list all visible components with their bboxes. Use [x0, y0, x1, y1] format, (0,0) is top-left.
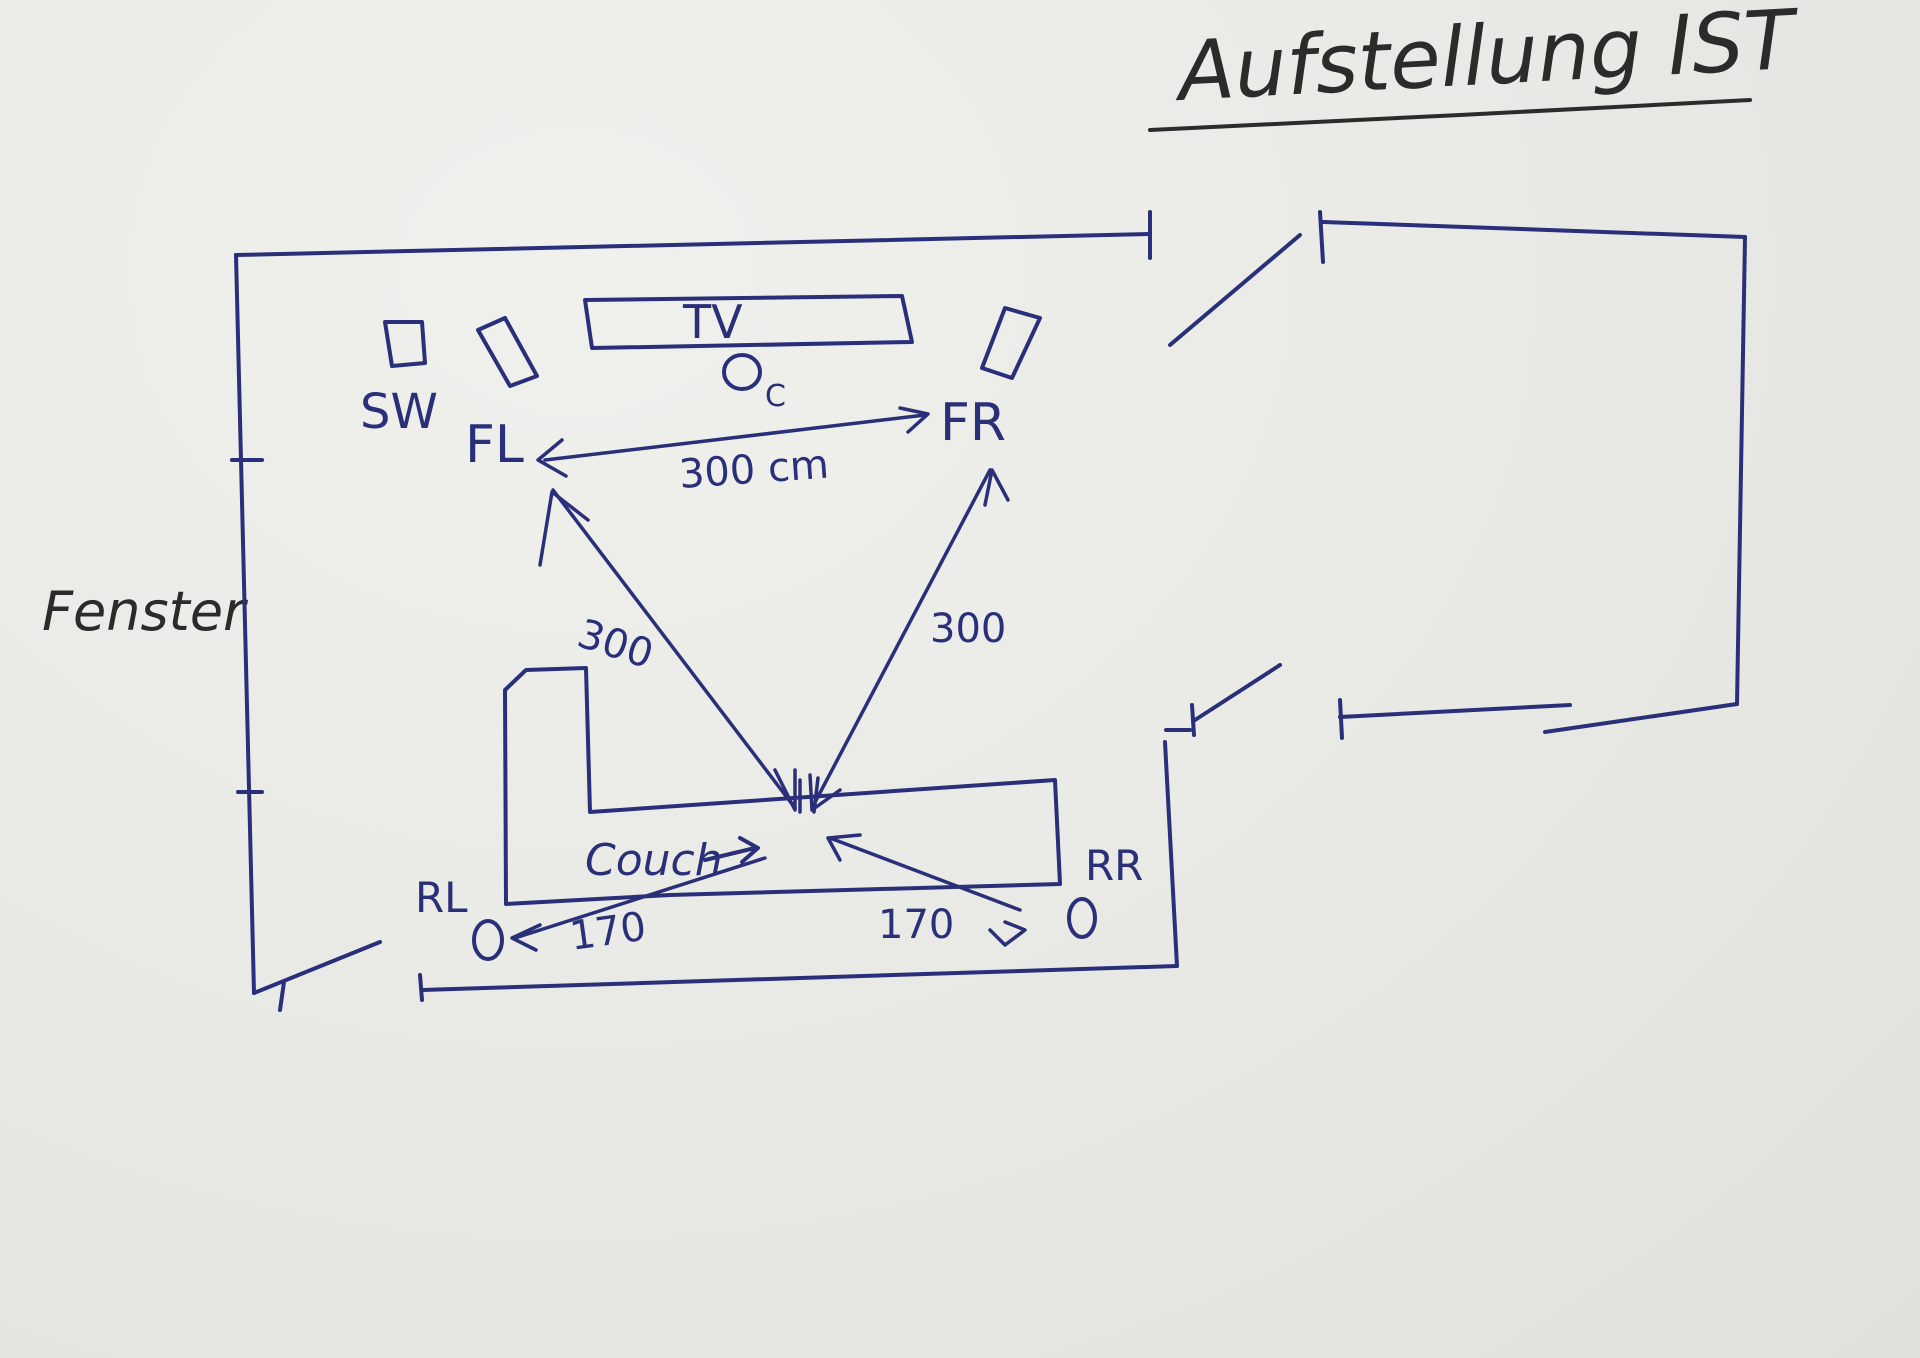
- rear-right-speaker-icon: [1067, 897, 1097, 939]
- wall-second-bottom-2: [1338, 703, 1572, 719]
- distance-front-width: 300 cm: [677, 442, 830, 498]
- arrowhead-fr-seat: [808, 773, 842, 812]
- arrowhead-fl-top: [538, 490, 590, 567]
- front-left-speaker: FL: [465, 316, 539, 475]
- wall-top: [234, 232, 1152, 257]
- wall-second-right: [1735, 235, 1747, 706]
- front-left-speaker-icon: [476, 316, 539, 388]
- seat-ticks: [798, 776, 820, 814]
- center-speaker: C: [722, 353, 786, 414]
- arrowhead-fr: [898, 406, 930, 434]
- wall-left: [234, 253, 256, 995]
- front-right-speaker-icon: [980, 306, 1042, 380]
- title-underline: [1148, 98, 1752, 132]
- front-right-speaker: FR: [940, 306, 1042, 453]
- subwoofer-icon: [383, 320, 427, 368]
- door-jamb-bottom: [1338, 698, 1344, 740]
- front-right-label: FR: [940, 393, 1006, 453]
- distance-fr-seat: 300: [930, 606, 1006, 652]
- arrowhead-rl: [510, 923, 542, 952]
- distance-rr-seat: 170: [878, 902, 954, 948]
- second-room: [1168, 210, 1747, 740]
- tv-label: TV: [682, 295, 743, 349]
- door-swing-top: [1168, 233, 1302, 347]
- corner-tick-bottomleft: [252, 940, 382, 995]
- wall-right-lower: [1163, 740, 1179, 968]
- rear-right-speaker: RR: [1067, 841, 1143, 939]
- front-left-label: FL: [465, 415, 524, 475]
- rear-left-speaker: RL: [415, 873, 504, 961]
- arrow-fr-seat: [810, 468, 992, 810]
- corner-tick-bottomleft-2: [278, 980, 286, 1012]
- rear-left-speaker-icon: [472, 919, 504, 961]
- arrow-rl-seat: [513, 856, 767, 940]
- wall-second-top: [1321, 220, 1747, 239]
- room-walls: [230, 210, 1192, 1012]
- window-label: Fenster: [42, 580, 248, 643]
- arrowhead-fr-top: [983, 468, 1010, 507]
- rear-right-label: RR: [1085, 841, 1143, 890]
- distance-arrows: [510, 406, 1027, 952]
- wall-bottom: [420, 964, 1179, 992]
- center-speaker-label: C: [765, 379, 786, 414]
- subwoofer: SW: [360, 320, 438, 440]
- tv-outline: [583, 294, 914, 350]
- couch-arrow: [703, 836, 760, 864]
- arrowhead-fl: [536, 438, 568, 478]
- door-jamb-lower: [1190, 703, 1196, 737]
- title-group: Aufstellung IST: [1148, 0, 1802, 132]
- arrowhead-rr-seat: [826, 833, 862, 862]
- arrowhead-rr: [988, 920, 1027, 947]
- couch-outline: [503, 666, 1062, 906]
- arrow-fl-fr: [543, 413, 927, 462]
- wall-second-bottom: [1543, 702, 1739, 734]
- distance-rl-seat: 170: [567, 904, 649, 960]
- subwoofer-label: SW: [360, 384, 438, 440]
- arrow-fl-seat: [551, 488, 797, 810]
- arrow-rr-seat: [828, 836, 1022, 912]
- door-jamb-top: [1318, 210, 1325, 264]
- door-tick-left: [418, 973, 424, 1002]
- rear-left-label: RL: [415, 873, 468, 922]
- tv: TV: [583, 294, 914, 350]
- arrowhead-fl-seat: [773, 768, 797, 812]
- door-swing-bottom: [1193, 663, 1282, 722]
- center-speaker-icon: [722, 353, 762, 391]
